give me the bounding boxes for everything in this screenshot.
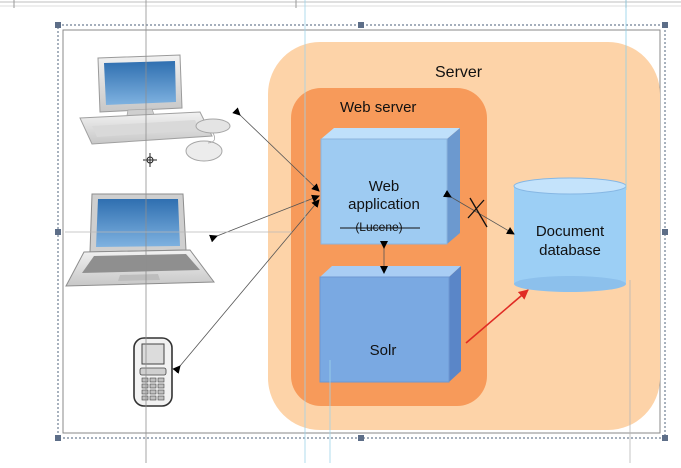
webapp-to-database-arrow xyxy=(442,190,515,235)
web-app-label-line1: Web xyxy=(369,178,400,195)
connection-lines xyxy=(172,107,515,374)
solr-label: Solr xyxy=(370,342,397,359)
database-label-line1: Document xyxy=(536,223,605,240)
mobile-phone-icon xyxy=(133,337,173,407)
lucene-label: (Lucene) xyxy=(355,220,402,234)
blocked-connection-cross xyxy=(467,197,488,228)
web-server-label: Web server xyxy=(340,99,416,116)
web-app-label-line2: application xyxy=(348,196,420,213)
database-label-line2: database xyxy=(539,242,601,259)
phone-to-webapp-arrow xyxy=(172,199,320,374)
desktop-computer-icon xyxy=(79,54,231,162)
top-toolbar-edge xyxy=(0,0,681,8)
server-label: Server xyxy=(435,64,483,81)
alignment-guides xyxy=(65,0,631,463)
crosshair-cursor-icon xyxy=(143,153,157,167)
laptop-icon xyxy=(65,193,215,287)
selection-handles[interactable] xyxy=(55,22,668,441)
solr-box[interactable] xyxy=(319,266,461,383)
solr-to-database-red-arrow xyxy=(465,289,529,344)
desktop-to-webapp-arrow xyxy=(232,107,320,192)
document-database-cylinder[interactable] xyxy=(513,177,627,292)
